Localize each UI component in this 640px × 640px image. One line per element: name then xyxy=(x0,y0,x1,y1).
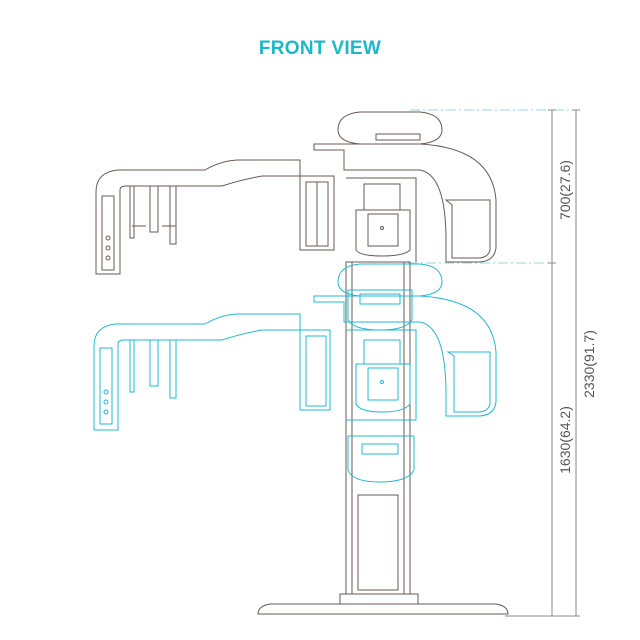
c-arm-lower xyxy=(313,295,497,417)
chin-rest-upper xyxy=(363,183,401,211)
tube-head-cover xyxy=(337,111,443,145)
ceph-arm-lower xyxy=(93,313,301,431)
unit-upper-position xyxy=(95,111,497,275)
chin-rest-lower xyxy=(363,339,401,365)
unit-lower-position xyxy=(93,263,497,483)
page-title: FRONT VIEW xyxy=(258,38,382,59)
handle-lower xyxy=(347,435,415,483)
dimension-lines xyxy=(408,109,580,617)
ceph-arm xyxy=(95,159,301,275)
base-plate xyxy=(257,593,509,615)
tube-head-cover-lower xyxy=(337,263,443,297)
dimension-label-lower-height: 1630(64.2) xyxy=(557,406,573,474)
dimension-label-upper-height: 700(27.6) xyxy=(557,160,573,220)
c-arm xyxy=(313,143,497,263)
column-and-base xyxy=(257,261,509,615)
column xyxy=(345,261,411,595)
arm-housing-lower xyxy=(299,329,331,411)
arm-housing xyxy=(299,175,335,251)
dimension-label-total-height: 2330(91.7) xyxy=(581,330,597,398)
